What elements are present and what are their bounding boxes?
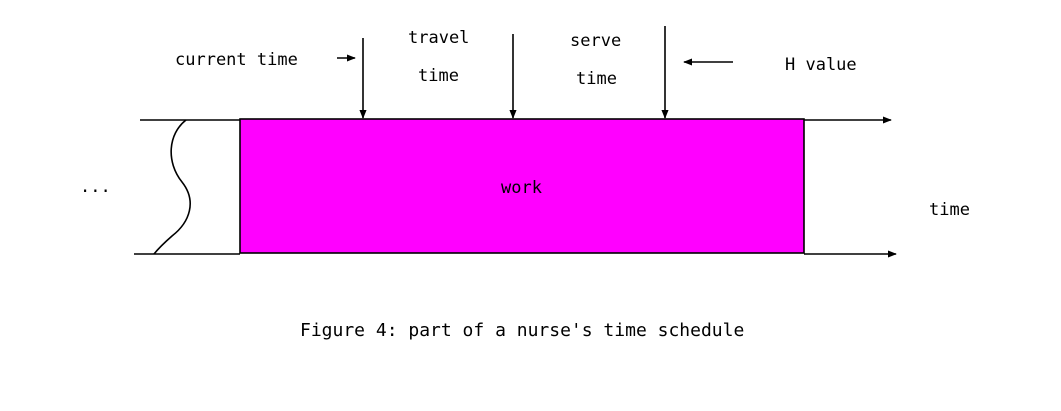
time-axis-label: time bbox=[929, 200, 970, 220]
h-value-label: H value bbox=[785, 55, 857, 75]
travel-label-line1: travel bbox=[408, 28, 469, 48]
serve-label-line1: serve bbox=[570, 31, 621, 51]
work-label: work bbox=[501, 178, 542, 198]
travel-label-line2: time bbox=[418, 66, 459, 86]
ellipsis-label: ... bbox=[80, 177, 111, 197]
work-block bbox=[239, 118, 805, 254]
figure-caption: Figure 4: part of a nurse's time schedul… bbox=[300, 320, 744, 341]
break-curve bbox=[153, 119, 191, 255]
serve-label-line2: time bbox=[576, 69, 617, 89]
current-time-label: current time bbox=[175, 50, 298, 70]
